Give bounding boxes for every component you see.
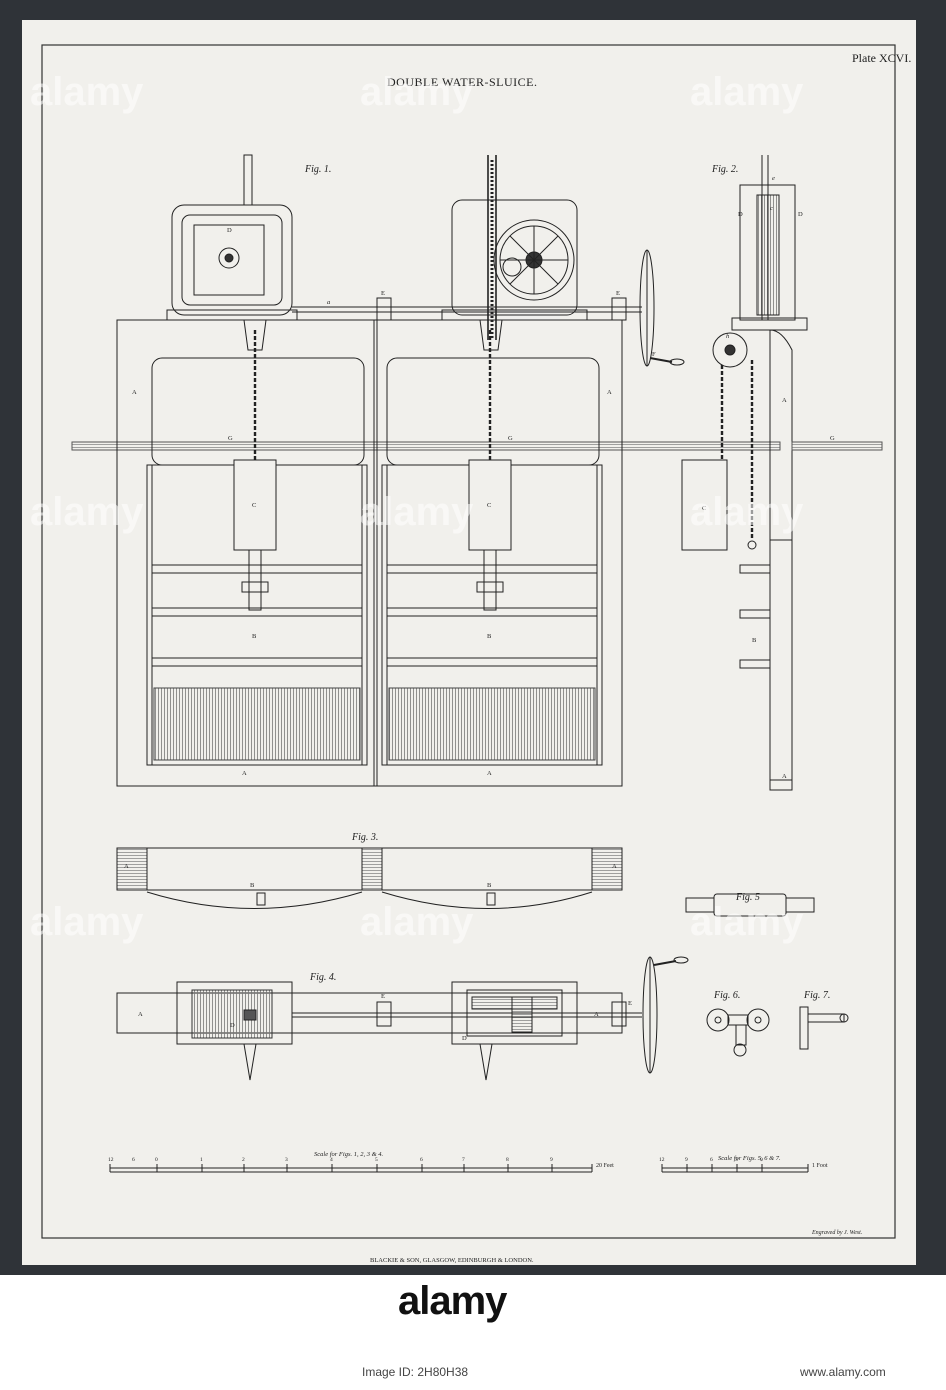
image-id: Image ID: 2H80H38 xyxy=(362,1365,469,1379)
left-scale-ticks: 12 6 0 1 2 3 4 5 6 7 8 9 xyxy=(108,1157,553,1163)
fig3-letters: A A B B xyxy=(124,863,617,889)
plate-title: DOUBLE WATER-SLUICE. xyxy=(387,75,537,89)
svg-text:7: 7 xyxy=(462,1157,465,1163)
watermark-mark: alamy xyxy=(690,70,804,114)
fig7-label: Fig. 7. xyxy=(803,990,830,1001)
engraver-credit: Engraved by J. West. xyxy=(811,1230,862,1236)
svg-text:6: 6 xyxy=(420,1157,423,1163)
fig1-front-elevation xyxy=(71,154,781,787)
plate-border xyxy=(41,44,896,1239)
alamy-logo: alamy xyxy=(398,1279,507,1323)
svg-text:G: G xyxy=(228,435,233,442)
svg-text:6: 6 xyxy=(710,1157,713,1163)
watermark-mark: alamy xyxy=(30,490,144,534)
fig4-label: Fig. 4. xyxy=(309,972,336,983)
right-scale-bar xyxy=(661,1164,809,1173)
svg-text:E: E xyxy=(628,1000,632,1007)
fig5-roller xyxy=(685,893,815,917)
site-url: www.alamy.com xyxy=(800,1365,886,1379)
svg-text:9: 9 xyxy=(685,1157,688,1163)
svg-text:A: A xyxy=(242,770,247,777)
svg-text:G: G xyxy=(508,435,513,442)
svg-text:A: A xyxy=(124,863,129,870)
svg-text:A: A xyxy=(487,770,492,777)
svg-text:C: C xyxy=(487,502,491,509)
watermark-mark: alamy xyxy=(30,70,144,114)
plate-number: Plate XCVI. xyxy=(852,51,911,65)
svg-text:A: A xyxy=(782,773,787,780)
fig4-top-plan xyxy=(116,956,689,1081)
svg-text:e: e xyxy=(772,175,775,182)
svg-text:D: D xyxy=(738,211,743,218)
svg-text:12: 12 xyxy=(108,1157,114,1163)
svg-text:1: 1 xyxy=(200,1157,203,1163)
svg-text:D: D xyxy=(227,227,232,234)
watermark-mark: alamy xyxy=(360,900,474,944)
fig1-letters: A A A A G G C C B B D E E F a xyxy=(132,227,656,777)
fig1-label: Fig. 1. xyxy=(304,164,331,175)
svg-text:E: E xyxy=(616,290,620,297)
svg-text:B: B xyxy=(252,633,257,640)
svg-text:5: 5 xyxy=(375,1157,378,1163)
svg-text:A: A xyxy=(594,1011,599,1018)
fig2-letters: D D A A G C B e c h xyxy=(702,175,835,780)
svg-text:4: 4 xyxy=(330,1157,333,1163)
svg-text:D: D xyxy=(462,1035,467,1042)
fig2-label: Fig. 2. xyxy=(711,164,738,175)
svg-text:G: G xyxy=(830,435,835,442)
right-scale-ticks: 12 9 6 3 0 xyxy=(659,1157,763,1163)
watermark-mark: alamy xyxy=(30,900,144,944)
svg-text:B: B xyxy=(250,882,255,889)
svg-text:c: c xyxy=(770,205,773,212)
svg-text:D: D xyxy=(798,211,803,218)
svg-text:A: A xyxy=(782,397,787,404)
left-scale-caption: Scale for Figs. 1, 2, 3 & 4. xyxy=(314,1151,384,1158)
svg-text:8: 8 xyxy=(506,1157,509,1163)
svg-text:h: h xyxy=(726,333,729,340)
fig3-label: Fig. 3. xyxy=(351,832,378,843)
fig4-letters: A A D D E E xyxy=(138,993,632,1042)
svg-text:B: B xyxy=(487,633,492,640)
svg-text:B: B xyxy=(752,637,757,644)
svg-text:6: 6 xyxy=(132,1157,135,1163)
svg-text:3: 3 xyxy=(735,1157,738,1163)
fig6-key xyxy=(706,1008,770,1057)
engraving-drawing: Plate XCVI. DOUBLE WATER-SLUICE. Fig. 1. xyxy=(41,44,911,1264)
watermark-mark: alamy xyxy=(690,900,804,944)
svg-text:9: 9 xyxy=(550,1157,553,1163)
svg-text:A: A xyxy=(138,1011,143,1018)
svg-text:C: C xyxy=(702,505,706,512)
svg-text:A: A xyxy=(612,863,617,870)
svg-text:3: 3 xyxy=(285,1157,288,1163)
fig3-plan xyxy=(116,847,623,909)
engraving-plate: Plate XCVI. DOUBLE WATER-SLUICE. Fig. 1. xyxy=(22,20,916,1265)
svg-text:E: E xyxy=(381,993,385,1000)
right-scale-unit: 1 Foot xyxy=(812,1163,828,1169)
svg-text:B: B xyxy=(487,882,492,889)
watermark-mark: alamy xyxy=(360,70,474,114)
svg-text:E: E xyxy=(381,290,385,297)
svg-text:A: A xyxy=(132,389,137,396)
watermark-mark: alamy xyxy=(360,490,474,534)
watermark-mark: alamy xyxy=(690,490,804,534)
watermark-footer: alamy Image ID: 2H80H38 www.alamy.com xyxy=(0,1275,946,1390)
fig6-label: Fig. 6. xyxy=(713,990,740,1001)
left-scale-bar xyxy=(109,1164,593,1173)
fig2-side-section xyxy=(681,155,883,791)
svg-text:C: C xyxy=(252,502,256,509)
left-scale-unit: 20 Feet xyxy=(596,1163,614,1169)
svg-text:12: 12 xyxy=(659,1157,665,1163)
svg-text:0: 0 xyxy=(155,1157,158,1163)
svg-text:2: 2 xyxy=(242,1157,245,1163)
svg-text:a: a xyxy=(327,299,330,306)
right-scale-caption: Scale for Figs. 5, 6 & 7. xyxy=(718,1155,781,1162)
svg-text:0: 0 xyxy=(760,1157,763,1163)
fig5-label: Fig. 5 xyxy=(735,892,760,903)
fig7-key-side xyxy=(799,1006,849,1050)
svg-text:F: F xyxy=(652,351,656,358)
publisher-line: BLACKIE & SON, GLASGOW, EDINBURGH & LOND… xyxy=(370,1257,534,1264)
svg-text:A: A xyxy=(607,389,612,396)
svg-text:D: D xyxy=(230,1022,235,1029)
